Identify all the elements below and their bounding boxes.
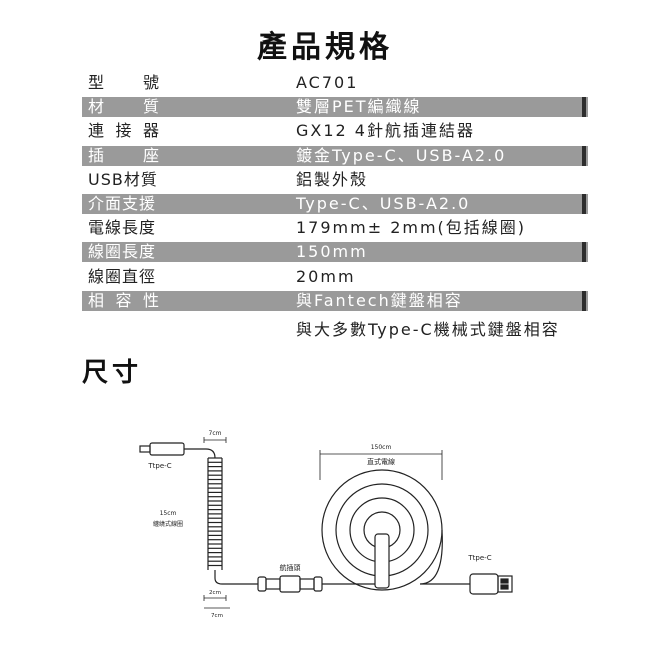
aviator-label: 航插頭: [280, 563, 301, 572]
spec-label: 線圈直徑: [88, 266, 157, 286]
spec-label: 插座: [88, 145, 160, 165]
spec-extra-line: 與大多數Type-C機械式鍵盤相容: [296, 320, 560, 339]
spec-label: 介面支援: [88, 193, 157, 213]
left-cable: [184, 448, 216, 459]
spec-value: 雙層PET編織線: [296, 97, 422, 117]
spec-row: 介面支援 Type-C、USB-A2.0: [82, 193, 590, 217]
spec-label: 型號: [88, 73, 160, 92]
spec-value: 鋁製外殼: [296, 169, 369, 189]
page-title: 產品規格: [257, 30, 393, 65]
coil-name-label: 纏繞式線圈: [153, 520, 183, 528]
coiled-section: [207, 457, 223, 570]
right-connector-label: Ttpe-C: [467, 554, 491, 562]
spec-row: 線圈長度 150mm: [82, 241, 590, 265]
bottom-outer-label: 7cm: [211, 613, 223, 619]
spec-value: 鍍金Type-C、USB-A2.0: [296, 145, 507, 165]
spec-value: 與Fantech鍵盤相容: [296, 290, 463, 310]
spec-label: 材質: [88, 97, 160, 117]
right-plug-housing: [469, 573, 499, 595]
bottom-inner-label: 2cm: [209, 590, 221, 596]
cable-loops: [321, 469, 443, 591]
spec-value: GX12 4針航插連結器: [296, 121, 475, 141]
spec-row: 連接器 GX12 4針航插連結器: [82, 120, 590, 144]
right-cable: [419, 529, 470, 585]
spec-value: 20mm: [296, 266, 356, 286]
right-plug-tip: [497, 575, 513, 593]
spec-value: Type-C、USB-A2.0: [296, 193, 471, 213]
coil-length-label: 15cm: [160, 510, 177, 517]
spec-row: 相容性 與Fantech鍵盤相容: [82, 290, 590, 314]
spec-label: 連接器: [88, 121, 160, 141]
left-plug-housing: [149, 442, 185, 456]
dim-top-width-label: 7cm: [209, 430, 222, 437]
straight-name-label: 直式電線: [367, 457, 395, 466]
cable-dimension-diagram: 7cm Ttpe-C 15cm 纏繞式線圈 航插頭 150cm 直式電線 Ttp…: [139, 430, 513, 619]
spec-table: 型號 AC701 材質 雙層PET編織線連接器 GX12 4針航插連結器插座 鍍金Type…: [82, 72, 590, 314]
spec-row: 型號 AC701: [82, 72, 590, 96]
spec-row: 材質 雙層PET編織線: [82, 96, 590, 120]
spec-value: 179mm± 2mm(包括線圈): [296, 218, 527, 238]
left-plug-tip: [139, 445, 151, 453]
coil-exit-cable: [214, 570, 258, 585]
spec-value: 150mm: [296, 242, 368, 262]
left-connector-label: Ttpe-C: [147, 462, 171, 470]
spec-value: AC701: [296, 73, 359, 92]
spec-row: USB材質 鋁製外殼: [82, 169, 590, 193]
spec-row: 電線長度 179mm± 2mm(包括線圈): [82, 217, 590, 241]
spec-row: 線圈直徑 20mm: [82, 266, 590, 290]
spec-row: 插座 鍍金Type-C、USB-A2.0: [82, 145, 590, 169]
spec-label: 電線長度: [88, 218, 157, 238]
spec-label: 線圈長度: [88, 242, 157, 262]
aviator-connector: [257, 575, 323, 593]
dimensions-title: 尺寸: [82, 358, 143, 388]
spec-label: USB材質: [88, 169, 158, 189]
straight-length-label: 150cm: [371, 444, 392, 451]
spec-label: 相容性: [88, 290, 160, 310]
